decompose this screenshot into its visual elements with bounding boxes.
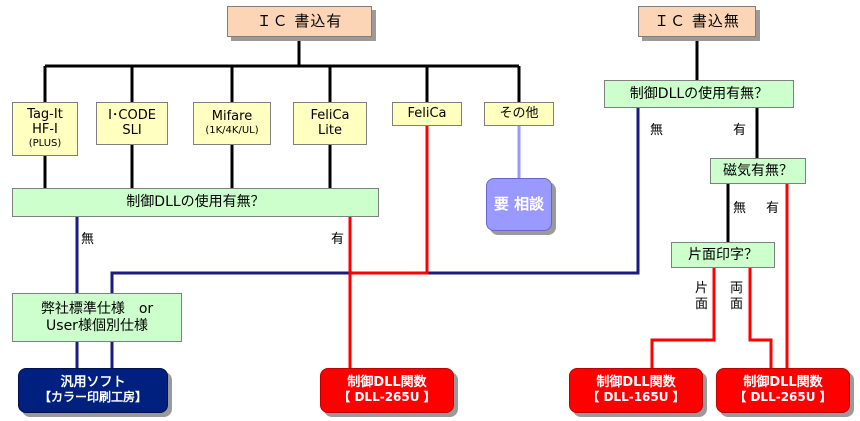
ic-write-no-label: ＩＣ 書込無 (654, 11, 740, 30)
chip-mifare: Mifare (1K/4K/UL) (193, 102, 271, 145)
label-magnetic-none: 無 (733, 201, 747, 216)
output-dll-265u-right-line2: 【 DLL-265U 】 (734, 390, 832, 405)
output-dll-265u-right-line1: 制御DLL関数 (743, 375, 823, 391)
label-yes-right: 有 (733, 123, 747, 138)
chip-felica-lite: FeliCa Lite (293, 102, 367, 145)
std-spec-line2: User様個別仕様 (46, 317, 148, 334)
chip-icode: I･CODE SLI (96, 102, 168, 145)
chip-tagit-line3: (PLUS) (28, 138, 62, 150)
magnetic-question-label: 磁気有無？ (723, 162, 793, 179)
label-single-side: 片 面 (695, 281, 709, 313)
chip-icode-line1: I･CODE (108, 107, 156, 123)
output-general-soft-line2: 【カラー印刷工房】 (38, 390, 147, 405)
chip-mifare-line2: (1K/4K/UL) (205, 125, 259, 137)
chip-tagit-line2: HF-I (32, 122, 58, 138)
ic-write-yes-label: ＩＣ 書込有 (256, 11, 343, 30)
dll-question-right-label: 制御DLLの使用有無？ (629, 85, 769, 102)
dll-question-right: 制御DLLの使用有無？ (604, 80, 794, 108)
std-spec-line1: 弊社標準仕様 or (40, 301, 154, 318)
output-dll-165u: 制御DLL関数 【 DLL-165U 】 (569, 368, 703, 413)
std-spec-box: 弊社標準仕様 or User様個別仕様 (12, 293, 182, 342)
output-general-soft-line1: 汎用ソフト (60, 375, 126, 391)
output-dll-165u-line1: 制御DLL関数 (596, 375, 676, 391)
chip-other-label: その他 (499, 105, 539, 121)
consult-box: 要 相談 (486, 178, 552, 231)
chip-tagit-line1: Tag-It (27, 107, 63, 123)
chip-felica-label: FeliCa (407, 105, 447, 121)
label-none-right: 無 (650, 123, 664, 138)
output-general-soft: 汎用ソフト 【カラー印刷工房】 (18, 368, 168, 413)
chip-icode-line2: SLI (122, 122, 142, 138)
output-dll-265u-mid-line2: 【 DLL-265U 】 (338, 390, 436, 405)
output-dll-265u-mid: 制御DLL関数 【 DLL-265U 】 (320, 368, 454, 413)
chip-felica: FeliCa (392, 102, 462, 126)
chip-felica-lite-line1: FeliCa (310, 107, 350, 123)
print-side-question-label: 片面印字？ (688, 246, 758, 263)
label-magnetic-yes: 有 (766, 201, 780, 216)
ic-write-no-box: ＩＣ 書込無 (638, 6, 756, 37)
magnetic-question: 磁気有無？ (710, 158, 806, 184)
dll-question-left: 制御DLLの使用有無？ (12, 188, 379, 217)
dll-question-left-label: 制御DLLの使用有無？ (126, 194, 265, 211)
label-none-left: 無 (81, 232, 95, 247)
chip-tagit: Tag-It HF-I (PLUS) (12, 102, 78, 156)
label-double-side: 両 面 (730, 281, 744, 313)
output-dll-265u-right: 制御DLL関数 【 DLL-265U 】 (716, 368, 850, 413)
label-yes-left: 有 (331, 232, 345, 247)
output-dll-165u-line2: 【 DLL-165U 】 (587, 390, 685, 405)
chip-mifare-line1: Mifare (211, 109, 253, 125)
chip-felica-lite-line2: Lite (318, 122, 342, 138)
ic-write-yes-box: ＩＣ 書込有 (227, 6, 372, 37)
print-side-question: 片面印字？ (671, 242, 775, 268)
output-dll-265u-mid-line1: 制御DLL関数 (347, 375, 427, 391)
consult-label: 要 相談 (493, 194, 545, 213)
chip-other: その他 (484, 102, 554, 126)
